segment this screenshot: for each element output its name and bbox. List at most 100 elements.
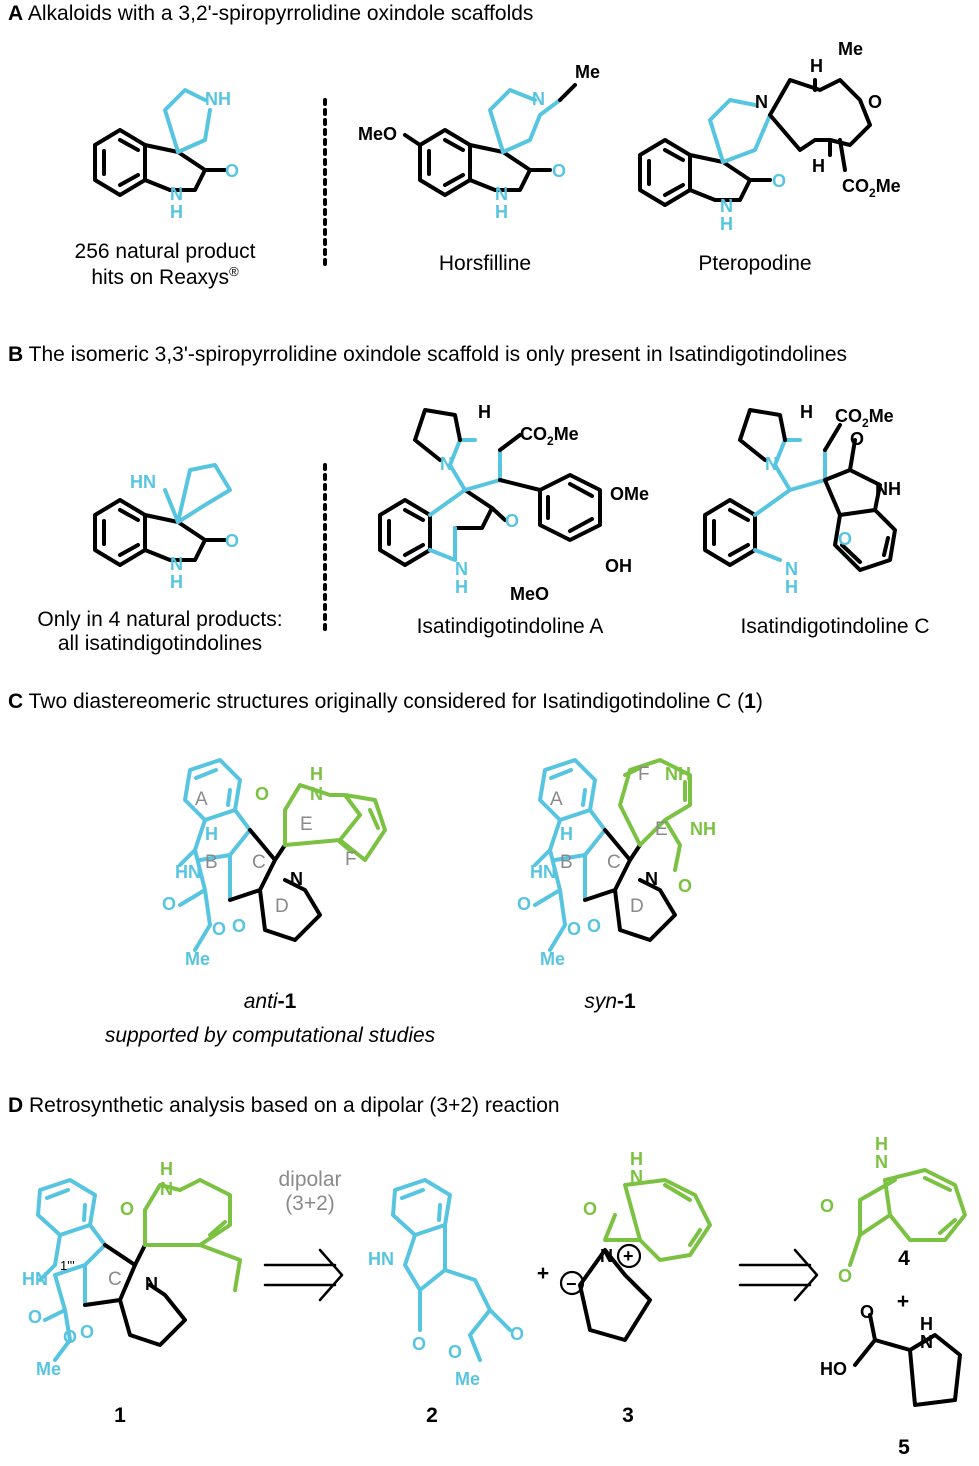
atom-label: CO2Me [835, 406, 894, 430]
atom-label: H [170, 572, 183, 592]
caption-scaffold-a: 256 natural product hits on Reaxys® [74, 240, 256, 289]
atom-label: HN [22, 1269, 48, 1289]
atom-label: O [505, 511, 519, 531]
atom-label: N [532, 89, 545, 109]
compound-1-structure [36, 1178, 242, 1362]
caption-isatindigotindoline-a: Isatindigotindoline A [416, 615, 604, 638]
ring-label-f: F [345, 849, 357, 870]
atom-label: N [170, 184, 183, 204]
ring-label-c: C [252, 852, 266, 873]
atom-label: Me [455, 1369, 480, 1389]
atom-label: NH [875, 479, 901, 499]
atom-label: O [412, 1334, 426, 1354]
atom-label: H [875, 1134, 888, 1154]
compound-5-structure [853, 1313, 962, 1407]
atom-label: OMe [610, 484, 649, 504]
atom-label: H [205, 824, 218, 844]
atom-label: NH [665, 764, 691, 784]
atom-label: O [162, 894, 176, 914]
atom-label: N [170, 554, 183, 574]
atom-label: N [645, 869, 658, 889]
ring-label-c: C [607, 852, 621, 873]
compound-1-number: 1 [114, 1404, 126, 1427]
atom-label: Me [575, 62, 600, 82]
atom-label: N [630, 1167, 643, 1187]
atom-label: O [587, 916, 601, 936]
atom-label: O [838, 1266, 852, 1286]
atom-label: NH [690, 819, 716, 839]
compound-2-number: 2 [426, 1404, 438, 1427]
atom-label: O [212, 919, 226, 939]
section-a-title: A Alkaloids with a 3,2'-spiropyrrolidine… [8, 2, 534, 25]
isatindigotindoline-c-structure [703, 408, 897, 572]
atom-label: CO2Me [842, 176, 901, 200]
compound-4-structure [848, 1168, 967, 1267]
atom-label: H [785, 577, 798, 597]
caption-syn-1: syn-1 [584, 990, 636, 1013]
atom-label: O [860, 1302, 874, 1322]
negative-charge-icon [559, 1270, 585, 1296]
atom-label: O [678, 876, 692, 896]
ring-label-f: F [638, 764, 650, 785]
atom-label: N [785, 559, 798, 579]
retro-arrow-2 [738, 1248, 819, 1302]
plus-sign-2: + [896, 1290, 910, 1313]
atom-label: MeO [358, 124, 397, 144]
atom-label: N [440, 454, 453, 474]
atom-label: N [720, 196, 733, 216]
atom-label: O [80, 1322, 94, 1342]
atom-label: O [567, 919, 581, 939]
scaffold-b-structure [93, 463, 232, 567]
section-b-title: B The isomeric 3,3'-spiropyrrolidine oxi… [8, 343, 848, 366]
atom-label: H [810, 56, 823, 76]
atom-label: O [120, 1199, 134, 1219]
atom-label: N [145, 1274, 158, 1294]
atom-label: N [310, 784, 323, 804]
atom-label: H [160, 1159, 173, 1179]
atom-label: O [28, 1307, 42, 1327]
atom-label: N [765, 454, 778, 474]
atom-label: N [290, 869, 303, 889]
atom-label: O [772, 171, 786, 191]
atom-label: O [255, 784, 269, 804]
atom-label: N [160, 1179, 173, 1199]
syn-1-structure [533, 758, 692, 952]
atom-label: H [310, 764, 323, 784]
atom-label: O [63, 1327, 77, 1347]
ring-label-a: A [550, 789, 563, 810]
anti-1-structure [178, 758, 387, 952]
atom-label: O [838, 529, 852, 549]
caption-horsfilline: Horsfilline [438, 252, 532, 275]
scaffold-a-structure [93, 88, 227, 197]
atom-label: H [720, 214, 733, 234]
ring-label-e: E [655, 819, 668, 840]
atom-label: N [455, 559, 468, 579]
compound-3-number: 3 [622, 1404, 634, 1427]
atom-label: O [868, 92, 882, 112]
ring-label-e: E [300, 814, 313, 835]
atom-label: CO2Me [520, 424, 579, 448]
caption-anti-1: anti-1 [243, 990, 297, 1013]
horsfilline-structure [403, 83, 577, 197]
atom-label: N [495, 184, 508, 204]
atom-label: N [920, 1332, 933, 1352]
atom-label: Me [36, 1359, 61, 1379]
atom-label: O [552, 161, 566, 181]
ring-label-d: D [275, 896, 289, 917]
ring-label-b: B [205, 852, 218, 873]
atom-label: H [812, 156, 825, 176]
retro-arrow-1 [263, 1248, 344, 1302]
pteropodine-structure [638, 78, 872, 207]
atom-label: O [583, 1199, 597, 1219]
atom-label: + [623, 1246, 634, 1266]
atom-label: HN [130, 472, 156, 492]
section-d-title: D Retrosynthetic analysis based on a dip… [8, 1094, 560, 1117]
compound-2-structure [391, 1178, 512, 1362]
atom-label: Me [540, 949, 565, 969]
compound-3-structure [578, 1178, 712, 1342]
isatindigotindoline-a-structure [378, 408, 602, 567]
atom-label: Me [838, 39, 863, 59]
atom-label: H [170, 202, 183, 222]
arrow-label-dipolar: dipolar (3+2) [278, 1168, 342, 1215]
ring-label-c: C [108, 1269, 122, 1290]
